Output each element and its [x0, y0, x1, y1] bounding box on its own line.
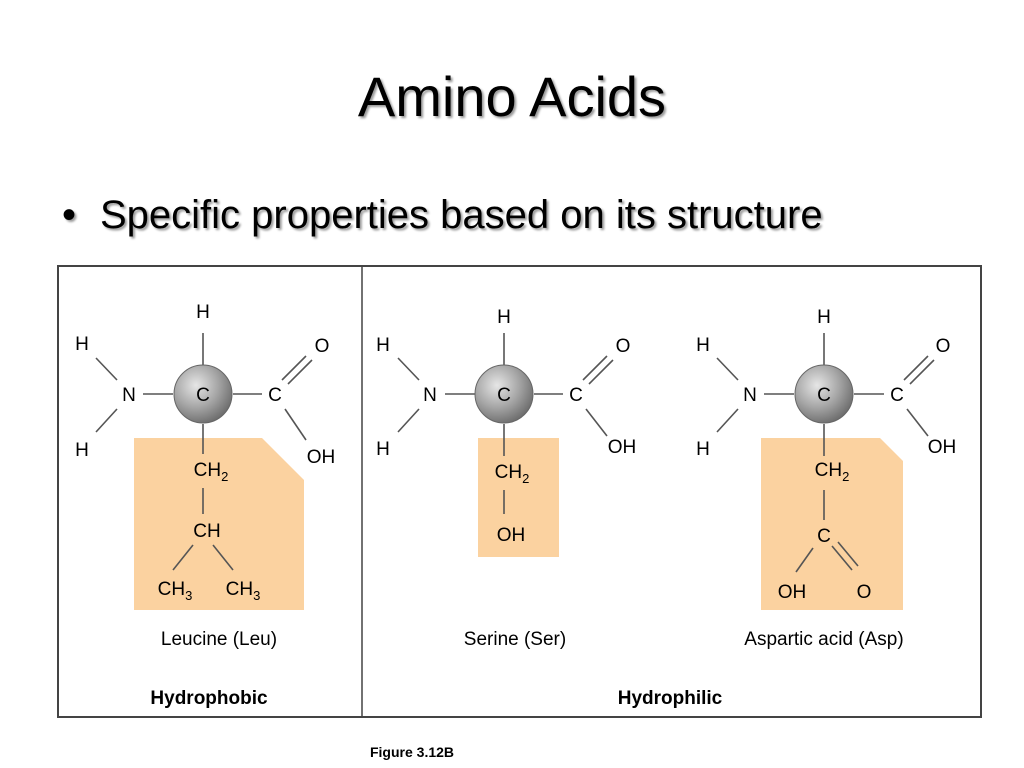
serine-alpha-carbon	[474, 364, 534, 424]
bullet-point: • Specific properties based on its struct…	[62, 190, 823, 240]
bullet-dot: •	[62, 193, 77, 237]
atom-o: O	[857, 582, 872, 603]
group-ch2: CH2	[194, 460, 229, 484]
atom-h: H	[696, 335, 710, 356]
molecule-name-aspartic-acid: Aspartic acid (Asp)	[744, 629, 903, 650]
molecule-name-serine: Serine (Ser)	[464, 629, 566, 650]
atom-c: C	[196, 385, 210, 406]
group-ch2: CH2	[495, 462, 530, 486]
leucine-alpha-carbon	[173, 364, 233, 424]
bullet-text: Specific properties based on its structu…	[100, 193, 823, 237]
atom-n: N	[743, 385, 757, 406]
group-ch2: CH2	[815, 460, 850, 484]
atom-h: H	[376, 439, 390, 460]
atom-o: O	[315, 336, 330, 357]
atom-h: H	[696, 439, 710, 460]
atom-n: N	[122, 385, 136, 406]
atom-c: C	[817, 526, 831, 547]
aspartic-acid-structure: H H H N C C O OH CH2 C OH O Aspartic aci…	[696, 307, 956, 650]
atom-h: H	[196, 302, 210, 323]
atom-oh: OH	[928, 437, 957, 458]
aspartic-acid-r-group	[761, 438, 903, 610]
atom-h: H	[497, 307, 511, 328]
group-ch3: CH3	[158, 579, 193, 603]
aspartic-acid-alpha-carbon	[794, 364, 854, 424]
figure-caption: Figure 3.12B	[369, 744, 455, 760]
atom-h: H	[75, 334, 89, 355]
atom-h: H	[817, 307, 831, 328]
group-ch3: CH3	[226, 579, 261, 603]
atom-n: N	[423, 385, 437, 406]
group-ch: CH	[193, 521, 220, 542]
atom-c: C	[817, 385, 831, 406]
atom-h: H	[75, 440, 89, 461]
category-hydrophilic: Hydrophilic	[618, 688, 723, 709]
atom-oh: OH	[778, 582, 807, 603]
slide-title: Amino Acids	[357, 65, 667, 128]
atom-h: H	[376, 335, 390, 356]
atom-c: C	[268, 385, 282, 406]
molecule-name-leucine: Leucine (Leu)	[161, 629, 277, 650]
atom-o: O	[616, 336, 631, 357]
atom-oh: OH	[497, 525, 526, 546]
atom-o: O	[936, 336, 951, 357]
serine-r-group	[478, 438, 559, 557]
leucine-r-group	[134, 438, 304, 610]
atom-oh: OH	[307, 447, 336, 468]
serine-structure: H H H N C C O OH CH2 OH Serine (Ser)	[376, 307, 636, 650]
atom-c: C	[497, 385, 511, 406]
category-hydrophobic: Hydrophobic	[150, 688, 268, 709]
atom-c: C	[890, 385, 904, 406]
atom-c: C	[569, 385, 583, 406]
atom-oh: OH	[608, 437, 637, 458]
leucine-structure: H H H N C C O OH CH2 CH CH3 CH3 Leucine …	[75, 302, 335, 650]
